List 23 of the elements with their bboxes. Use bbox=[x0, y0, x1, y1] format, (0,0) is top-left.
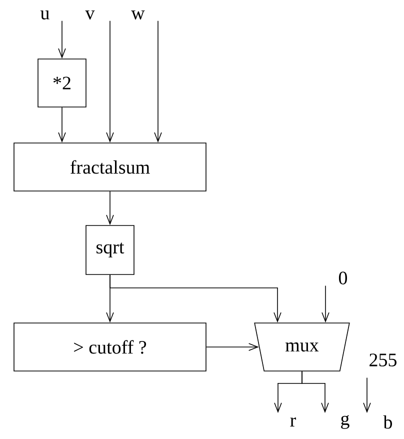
arrow bbox=[58, 20, 66, 59]
process-box: fractalsum bbox=[14, 142, 206, 192]
input-label: 0 bbox=[338, 272, 347, 284]
arrow bbox=[106, 20, 114, 143]
process-box: *2 bbox=[38, 58, 86, 108]
arrow bbox=[110, 274, 282, 323]
multiplexer-trapezoid: mux bbox=[254, 322, 350, 372]
arrow bbox=[58, 107, 66, 143]
input-label: v bbox=[85, 10, 95, 20]
arrow bbox=[322, 285, 330, 323]
input-label: u bbox=[40, 10, 50, 20]
output-label: g bbox=[341, 415, 350, 429]
arrow bbox=[363, 377, 371, 413]
arrow bbox=[302, 371, 329, 413]
output-label: r bbox=[290, 418, 296, 426]
output-label: b bbox=[383, 415, 392, 429]
process-box: > cutoff ? bbox=[14, 322, 206, 372]
input-label: 255 bbox=[370, 354, 396, 366]
input-label: w bbox=[131, 10, 145, 20]
arrow bbox=[106, 191, 114, 226]
arrow bbox=[206, 343, 259, 351]
process-box: sqrt bbox=[86, 225, 134, 275]
arrow bbox=[154, 20, 162, 143]
